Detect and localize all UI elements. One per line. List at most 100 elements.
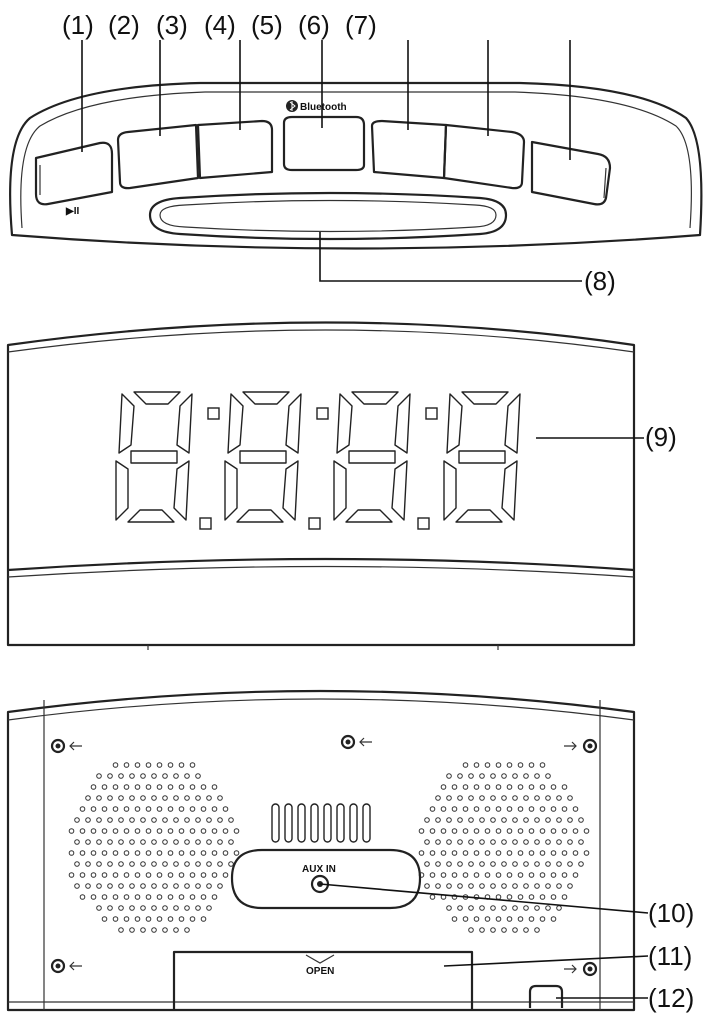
- grille-hole: [501, 905, 507, 911]
- grille-hole: [539, 872, 546, 878]
- grille-hole: [484, 828, 491, 834]
- grille-hole: [490, 905, 496, 911]
- grille-hole: [457, 905, 463, 911]
- grille-hole: [468, 795, 474, 801]
- grille-hole: [506, 916, 513, 922]
- grille-hole: [495, 762, 502, 768]
- grille-hole: [539, 784, 546, 790]
- grille-hole: [484, 872, 491, 878]
- segment: [115, 460, 129, 521]
- top-display-window: [148, 191, 508, 241]
- vent-slot: [284, 803, 293, 843]
- grille-hole: [424, 861, 430, 867]
- button-1[interactable]: [34, 141, 114, 206]
- grille-hole: [451, 784, 458, 790]
- grille-hole: [134, 806, 141, 812]
- seven-segment-display: [115, 391, 521, 530]
- grille-hole: [545, 817, 551, 823]
- grille-hole: [468, 861, 474, 867]
- grille-hole: [534, 839, 540, 845]
- grille-hole: [512, 795, 518, 801]
- grille-hole: [118, 817, 124, 823]
- button-8[interactable]: [442, 123, 526, 190]
- grille-hole: [134, 850, 141, 856]
- grille-hole: [490, 883, 496, 889]
- grille-hole: [151, 883, 157, 889]
- grille-hole: [501, 773, 507, 779]
- grille-hole: [495, 916, 502, 922]
- grille-hole: [479, 839, 485, 845]
- grille-hole: [129, 839, 135, 845]
- grille-hole: [217, 839, 223, 845]
- grille-hole: [79, 828, 86, 834]
- battery-door[interactable]: [172, 950, 474, 1010]
- grille-hole: [118, 927, 124, 933]
- grille-hole: [112, 806, 119, 812]
- grille-hole: [528, 872, 535, 878]
- button-2-3[interactable]: [116, 123, 200, 190]
- arrow-left-icon: [69, 737, 372, 971]
- grille-hole: [517, 762, 524, 768]
- grille-hole: [495, 894, 502, 900]
- grille-hole: [451, 828, 458, 834]
- button-4[interactable]: [196, 119, 274, 180]
- back-switch[interactable]: [528, 984, 564, 1008]
- callout-10: (10): [648, 898, 694, 928]
- grille-hole: [96, 773, 102, 779]
- grille-hole: [539, 762, 546, 768]
- segment: [239, 450, 287, 464]
- grille-hole: [217, 883, 223, 889]
- grille-hole: [534, 773, 540, 779]
- grille-hole: [184, 883, 190, 889]
- grille-hole: [473, 784, 480, 790]
- button-7[interactable]: [370, 119, 448, 180]
- grille-hole: [440, 872, 447, 878]
- grille-hole: [545, 773, 551, 779]
- grille-hole: [572, 806, 579, 812]
- grille-hole: [473, 916, 480, 922]
- grille-hole: [572, 850, 579, 856]
- grille-hole: [200, 850, 207, 856]
- grille-hole: [90, 806, 97, 812]
- grille-hole: [123, 806, 130, 812]
- callout-11: (11): [648, 941, 692, 971]
- grille-hole: [446, 861, 452, 867]
- grille-hole: [90, 850, 97, 856]
- grille-hole: [206, 817, 212, 823]
- grille-hole: [550, 894, 557, 900]
- grille-hole: [173, 883, 179, 889]
- grille-hole: [162, 839, 168, 845]
- grille-hole: [211, 806, 218, 812]
- grille-hole: [506, 850, 513, 856]
- button-5-6[interactable]: [282, 115, 366, 172]
- grille-hole: [473, 762, 480, 768]
- grille-hole: [123, 872, 130, 878]
- colon-dot: [425, 407, 438, 420]
- button-9[interactable]: [530, 140, 612, 206]
- grille-hole: [112, 872, 119, 878]
- callout-3: (3): [156, 10, 188, 40]
- grille-hole: [211, 850, 218, 856]
- grille-hole: [195, 817, 201, 823]
- grille-hole: [222, 828, 229, 834]
- grille-hole: [140, 773, 146, 779]
- grille-hole: [96, 883, 102, 889]
- play-pause-symbol: ▶II: [65, 206, 79, 217]
- callout-8: (8): [584, 266, 616, 296]
- grille-hole: [156, 762, 163, 768]
- grille-hole: [195, 795, 201, 801]
- grille-hole: [501, 795, 507, 801]
- grille-hole: [79, 872, 86, 878]
- grille-hole: [517, 828, 524, 834]
- segment: [282, 460, 299, 521]
- grille-hole: [123, 828, 130, 834]
- callout-5: (5): [251, 10, 283, 40]
- grille-hole: [178, 762, 185, 768]
- grille-hole: [101, 828, 108, 834]
- grille-hole: [484, 762, 491, 768]
- grille-hole: [462, 872, 469, 878]
- vent-slots: [271, 803, 371, 843]
- grille-hole: [184, 773, 190, 779]
- grille-hole: [462, 806, 469, 812]
- callout-2: (2): [108, 10, 140, 40]
